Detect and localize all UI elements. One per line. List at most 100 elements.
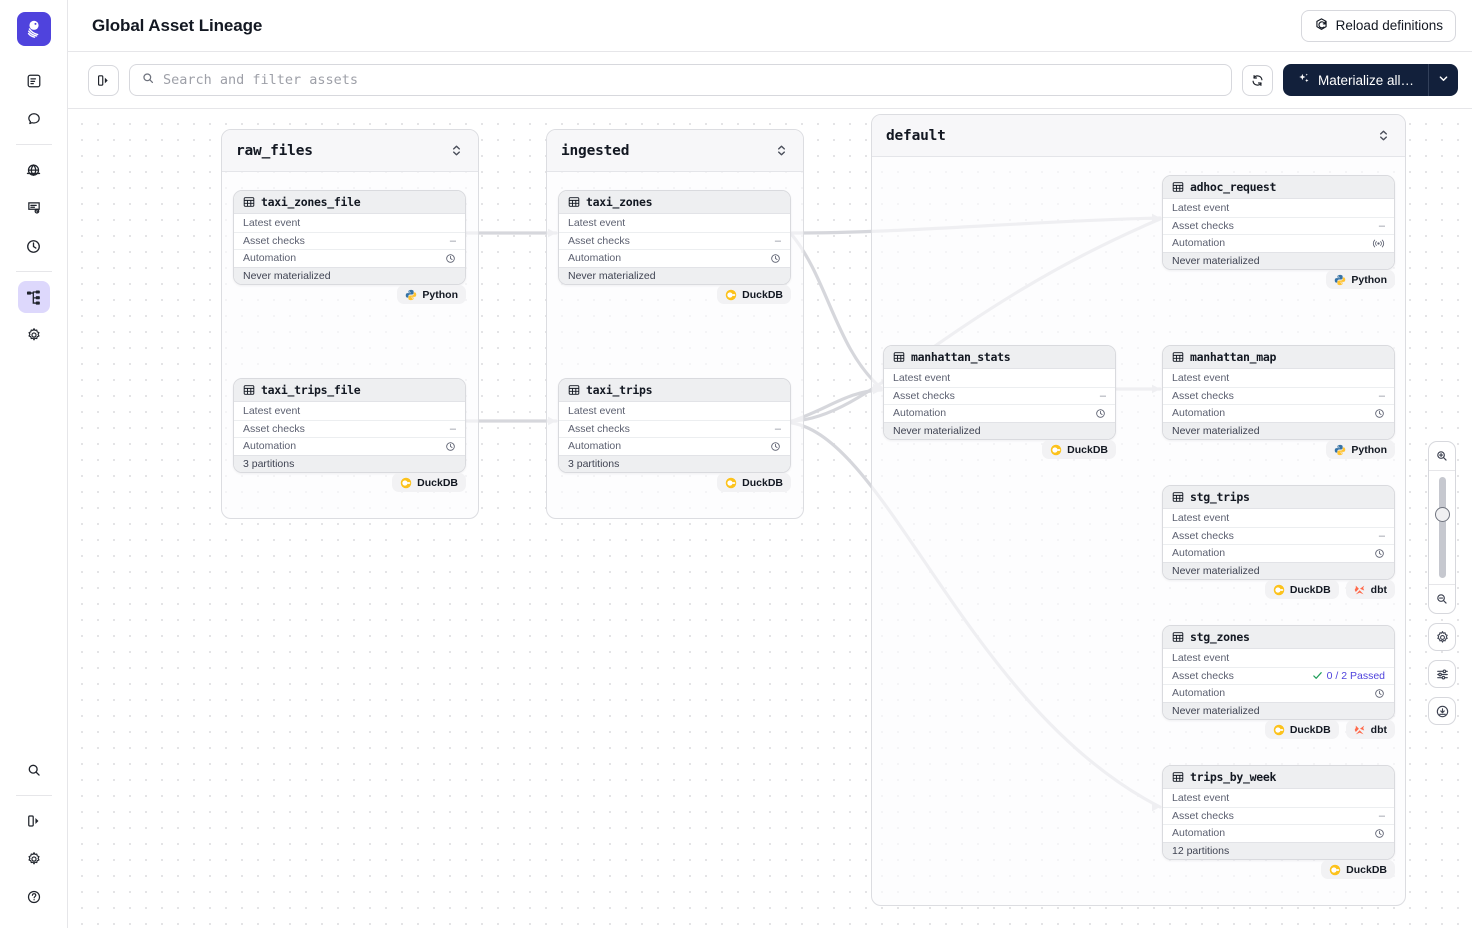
search-icon[interactable] bbox=[18, 754, 50, 786]
clock-icon bbox=[1374, 828, 1385, 839]
clock-icon bbox=[1095, 408, 1106, 419]
asset-node-tags-adhoc_request: Python bbox=[1162, 270, 1395, 289]
asset-node-tags-taxi_zones_file: Python bbox=[233, 285, 466, 304]
asset-node-status: 3 partitions bbox=[559, 454, 790, 472]
reload-definitions-button[interactable]: Reload definitions bbox=[1300, 9, 1456, 42]
asset-node-row-latest-event: Latest event bbox=[234, 402, 465, 420]
asset-checks-label: 0 / 2 Passed bbox=[1326, 669, 1385, 682]
row-label: Asset checks bbox=[1172, 389, 1234, 402]
dbt-icon bbox=[1354, 584, 1366, 596]
row-label: Automation bbox=[243, 440, 297, 453]
materialize-all-button[interactable]: Materialize all… bbox=[1282, 64, 1428, 96]
asset-node-title: manhattan_map bbox=[1190, 350, 1277, 364]
tag-duckdb[interactable]: DuckDB bbox=[392, 473, 466, 492]
zoom-slider-thumb[interactable] bbox=[1434, 507, 1450, 522]
user-settings-gear-icon[interactable] bbox=[18, 843, 50, 875]
row-label: Asset checks bbox=[1172, 809, 1234, 822]
clock-icon bbox=[445, 253, 456, 264]
collapse-expand-icon[interactable] bbox=[447, 142, 465, 160]
chevron-down-icon bbox=[1438, 71, 1449, 89]
row-label: Automation bbox=[1172, 547, 1226, 560]
asset-node-row-asset-checks: Asset checks– bbox=[1163, 806, 1394, 824]
group-header-default[interactable]: default bbox=[872, 115, 1405, 157]
zoom-out-icon[interactable] bbox=[1429, 585, 1455, 613]
lineage-canvas[interactable]: raw_files ingested bbox=[68, 109, 1472, 928]
toggle-sidebar-button[interactable] bbox=[88, 64, 119, 96]
asset-node-row-asset-checks: Asset checks– bbox=[559, 419, 790, 437]
asset-node-row-asset-checks: Asset checks– bbox=[1163, 526, 1394, 544]
sidebar-item-settings[interactable] bbox=[18, 319, 50, 351]
asset-node-row-latest-event: Latest event bbox=[1163, 649, 1394, 667]
check-icon bbox=[1312, 670, 1323, 681]
sidebar-item-deployment[interactable] bbox=[18, 154, 50, 186]
tag-dbt[interactable]: dbt bbox=[1345, 720, 1395, 739]
sidebar-item-overview[interactable] bbox=[18, 65, 50, 97]
row-label: Asset checks bbox=[893, 389, 955, 402]
asset-node-row-latest-event: Latest event bbox=[234, 214, 465, 232]
dagster-logo-icon[interactable] bbox=[16, 12, 51, 46]
collapse-expand-icon[interactable] bbox=[772, 142, 790, 160]
recenter-icon[interactable] bbox=[1428, 697, 1456, 725]
search-input[interactable] bbox=[163, 72, 1220, 88]
zoom-in-icon[interactable] bbox=[1429, 442, 1455, 470]
tag-duckdb[interactable]: DuckDB bbox=[717, 473, 791, 492]
zoom-slider-column bbox=[1428, 441, 1456, 614]
layout-sliders-icon[interactable] bbox=[1428, 660, 1456, 688]
asset-node-header: taxi_zones bbox=[559, 191, 790, 214]
sidebar-item-timeline[interactable] bbox=[18, 230, 50, 262]
tag-label: DuckDB bbox=[1289, 723, 1331, 736]
group-header-ingested[interactable]: ingested bbox=[547, 130, 803, 172]
asset-node-title: stg_trips bbox=[1190, 490, 1250, 504]
materialize-dropdown-button[interactable] bbox=[1428, 64, 1458, 96]
row-label: Automation bbox=[1172, 237, 1226, 250]
tag-label: DuckDB bbox=[1067, 443, 1108, 456]
zoom-slider[interactable] bbox=[1429, 470, 1455, 585]
tag-duckdb[interactable]: DuckDB bbox=[1321, 860, 1395, 879]
duckdb-icon bbox=[1273, 724, 1285, 736]
reload-definitions-label: Reload definitions bbox=[1335, 18, 1443, 33]
asset-node-title: taxi_trips bbox=[586, 383, 653, 397]
tag-python[interactable]: Python bbox=[1326, 270, 1395, 289]
asset-node-row-latest-event: Latest event bbox=[1163, 369, 1394, 387]
asset-node-title: stg_zones bbox=[1190, 630, 1250, 644]
clock-icon bbox=[1374, 548, 1385, 559]
asset-node-tags-stg_trips: DuckDB dbt bbox=[1162, 580, 1395, 599]
row-label: Automation bbox=[568, 252, 622, 265]
help-circle-icon[interactable] bbox=[18, 881, 50, 913]
asset-node-status: Never materialized bbox=[884, 421, 1115, 439]
group-header-raw_files[interactable]: raw_files bbox=[222, 130, 478, 172]
tag-duckdb[interactable]: DuckDB bbox=[1264, 720, 1339, 739]
search-field-wrapper[interactable] bbox=[129, 64, 1232, 96]
rail-divider-3 bbox=[15, 795, 52, 796]
tag-duckdb[interactable]: DuckDB bbox=[1042, 440, 1116, 459]
tag-python[interactable]: Python bbox=[1326, 440, 1395, 459]
sidebar-item-chat[interactable] bbox=[18, 103, 50, 135]
sidebar-item-runs[interactable] bbox=[18, 192, 50, 224]
clock-icon bbox=[445, 441, 456, 452]
graph-settings-gear-icon[interactable] bbox=[1428, 623, 1456, 651]
asset-node-status: 12 partitions bbox=[1163, 841, 1394, 859]
asset-node-row-latest-event: Latest event bbox=[884, 369, 1115, 387]
tag-duckdb[interactable]: DuckDB bbox=[1264, 580, 1339, 599]
collapse-expand-icon[interactable] bbox=[1374, 127, 1392, 145]
tag-duckdb[interactable]: DuckDB bbox=[717, 285, 791, 304]
sidebar-item-asset-lineage[interactable] bbox=[17, 281, 50, 313]
refresh-button[interactable] bbox=[1241, 64, 1273, 96]
expand-panel-icon[interactable] bbox=[18, 805, 50, 837]
asset-node-row-automation: Automation bbox=[1163, 404, 1394, 422]
asset-node-status: Never materialized bbox=[559, 266, 790, 284]
tag-python[interactable]: Python bbox=[397, 285, 466, 304]
row-label: Asset checks bbox=[243, 422, 305, 435]
tag-dbt[interactable]: dbt bbox=[1345, 580, 1395, 599]
row-value-dash: – bbox=[449, 422, 456, 435]
